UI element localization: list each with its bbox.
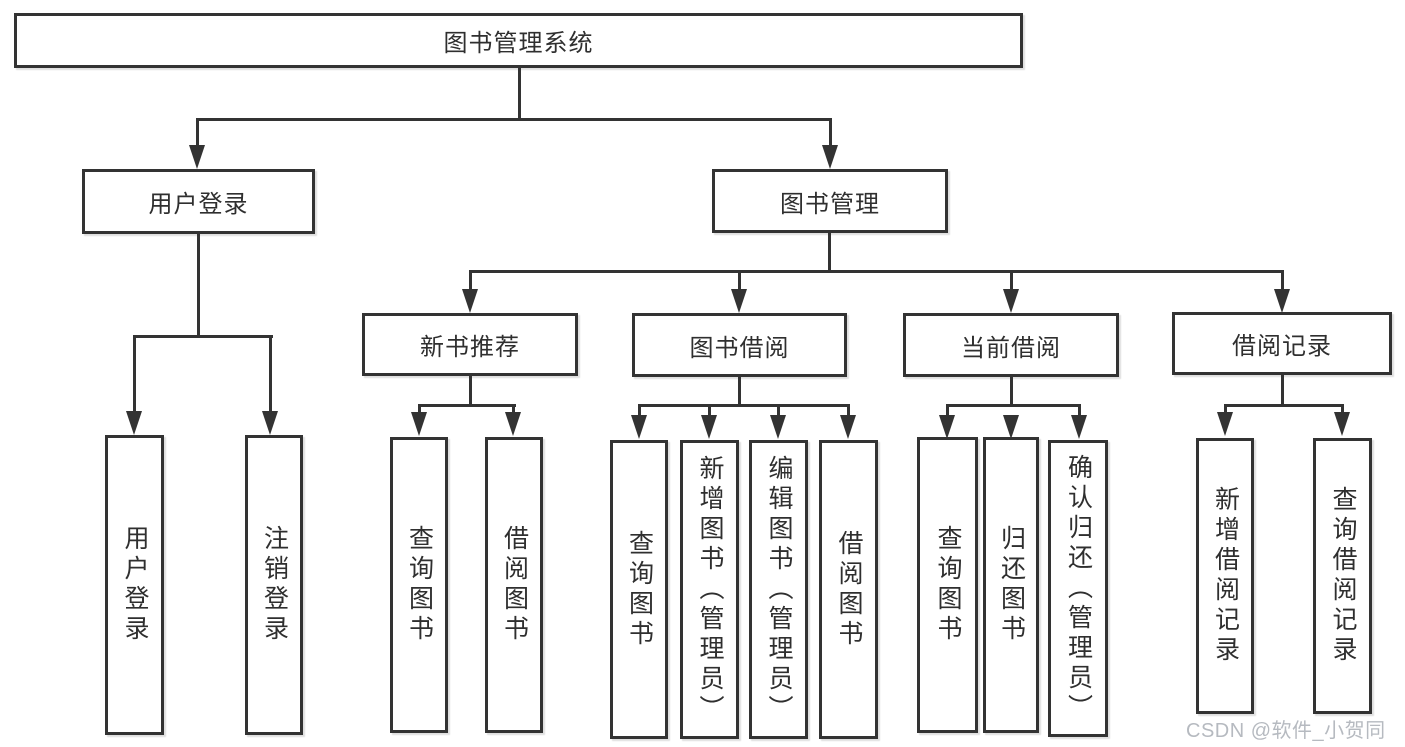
arrowhead-down-icon <box>462 289 478 313</box>
connector-borrow-drop-4 <box>847 404 850 416</box>
connector-new-rec-branch <box>418 404 516 407</box>
arrowhead-down-icon <box>1217 412 1233 436</box>
node-label: 确认归还（管理员） <box>1064 453 1093 724</box>
node-borrowing-records: 借阅记录 <box>1172 312 1392 375</box>
connector-records-drop-2 <box>1341 404 1344 414</box>
connector-root-branch <box>196 118 832 121</box>
arrowhead-down-icon <box>1274 289 1290 313</box>
connector-current-branch <box>946 404 1080 407</box>
leaf-edit-books-admin: 编辑图书（管理员） <box>749 440 808 739</box>
arrowhead-down-icon <box>1003 415 1019 439</box>
node-label: 借阅记录 <box>1232 333 1332 360</box>
connector-borrow-drop-2 <box>708 404 711 416</box>
connector-borrow-stem <box>738 377 741 407</box>
connector-new-rec-drop-1 <box>418 404 421 414</box>
node-label: 新增借阅记录 <box>1211 486 1240 666</box>
node-book-management: 图书管理 <box>712 169 948 233</box>
connector-user-login-drop-1 <box>133 335 136 413</box>
arrowhead-down-icon <box>505 412 521 436</box>
leaf-borrow-books-recommend: 借阅图书 <box>485 437 543 733</box>
node-label: 借阅图书 <box>500 525 529 645</box>
node-label: 用户登录 <box>121 525 149 645</box>
connector-new-rec-stem <box>469 376 472 407</box>
leaf-user-login: 用户登录 <box>105 435 164 735</box>
leaf-borrow-books: 借阅图书 <box>819 440 878 739</box>
arrowhead-down-icon <box>631 415 647 439</box>
leaf-add-books-admin: 新增图书（管理员） <box>680 440 739 739</box>
node-user-login: 用户登录 <box>82 169 315 234</box>
node-label: 查询借阅记录 <box>1329 486 1357 666</box>
connector-records-stem <box>1281 375 1284 407</box>
connector-book-mgmt-branch <box>469 270 1284 273</box>
connector-user-login-stem <box>197 233 200 337</box>
connector-current-drop-3 <box>1078 404 1081 416</box>
connector-new-rec-drop-2 <box>512 404 515 414</box>
leaf-logout-login: 注销登录 <box>245 435 303 735</box>
node-new-book-recommend: 新书推荐 <box>362 313 578 376</box>
node-label: 查询图书 <box>625 529 654 650</box>
leaf-add-borrow-record: 新增借阅记录 <box>1196 438 1254 714</box>
node-label: 当前借阅 <box>961 334 1061 362</box>
arrowhead-down-icon <box>840 415 856 439</box>
connector-book-mgmt-drop-4 <box>1281 270 1284 291</box>
connector-user-login-drop-2 <box>269 335 272 413</box>
connector-root-right-drop <box>829 118 832 148</box>
connector-book-mgmt-drop-2 <box>738 270 741 291</box>
node-label: 借阅图书 <box>835 529 863 650</box>
leaf-query-borrow-record: 查询借阅记录 <box>1313 438 1372 714</box>
leaf-query-books-recommend: 查询图书 <box>390 437 448 733</box>
arrowhead-down-icon <box>1334 412 1350 436</box>
leaf-query-books-borrowing: 查询图书 <box>610 440 668 739</box>
connector-current-stem <box>1010 377 1013 407</box>
connector-borrow-drop-3 <box>777 404 780 416</box>
node-label: 新书推荐 <box>420 334 520 361</box>
leaf-return-books: 归还图书 <box>983 437 1039 733</box>
arrowhead-down-icon <box>262 411 278 435</box>
node-label: 图书管理系统 <box>443 30 594 57</box>
node-label: 查询图书 <box>405 525 434 645</box>
arrowhead-down-icon <box>731 289 747 313</box>
leaf-confirm-return-admin: 确认归还（管理员） <box>1048 440 1108 737</box>
node-label: 编辑图书（管理员） <box>765 454 793 725</box>
arrowhead-down-icon <box>189 145 205 169</box>
arrowhead-down-icon <box>701 415 717 439</box>
arrowhead-down-icon <box>1003 289 1019 313</box>
connector-records-branch <box>1224 404 1344 407</box>
arrowhead-down-icon <box>770 415 786 439</box>
arrowhead-down-icon <box>126 411 142 435</box>
arrowhead-down-icon <box>939 415 955 439</box>
node-label: 注销登录 <box>260 525 289 645</box>
connector-current-drop-1 <box>946 404 949 416</box>
connector-book-mgmt-drop-3 <box>1010 270 1013 291</box>
node-label: 用户登录 <box>148 191 249 218</box>
arrowhead-down-icon <box>1071 415 1087 439</box>
connector-borrow-drop-1 <box>638 404 641 416</box>
connector-root-left-drop <box>196 118 199 148</box>
node-label: 新增图书（管理员） <box>696 454 724 725</box>
node-current-borrowing: 当前借阅 <box>903 313 1119 377</box>
connector-root-stem <box>518 67 521 120</box>
node-book-borrowing: 图书借阅 <box>632 313 847 377</box>
node-label: 归还图书 <box>997 525 1026 645</box>
node-label: 图书借阅 <box>689 334 790 362</box>
node-label: 图书管理 <box>780 190 880 218</box>
connector-book-mgmt-drop-1 <box>469 270 472 291</box>
arrowhead-down-icon <box>411 412 427 436</box>
connector-records-drop-1 <box>1224 404 1227 414</box>
connector-borrow-branch <box>638 404 850 407</box>
node-label: 查询图书 <box>934 525 962 645</box>
node-library-system: 图书管理系统 <box>14 13 1023 68</box>
arrowhead-down-icon <box>822 145 838 169</box>
connector-book-mgmt-stem <box>828 233 831 273</box>
csdn-watermark: CSDN @软件_小贺同学 <box>1186 720 1386 742</box>
connector-user-login-branch <box>133 335 273 338</box>
leaf-query-books-current: 查询图书 <box>917 437 978 733</box>
